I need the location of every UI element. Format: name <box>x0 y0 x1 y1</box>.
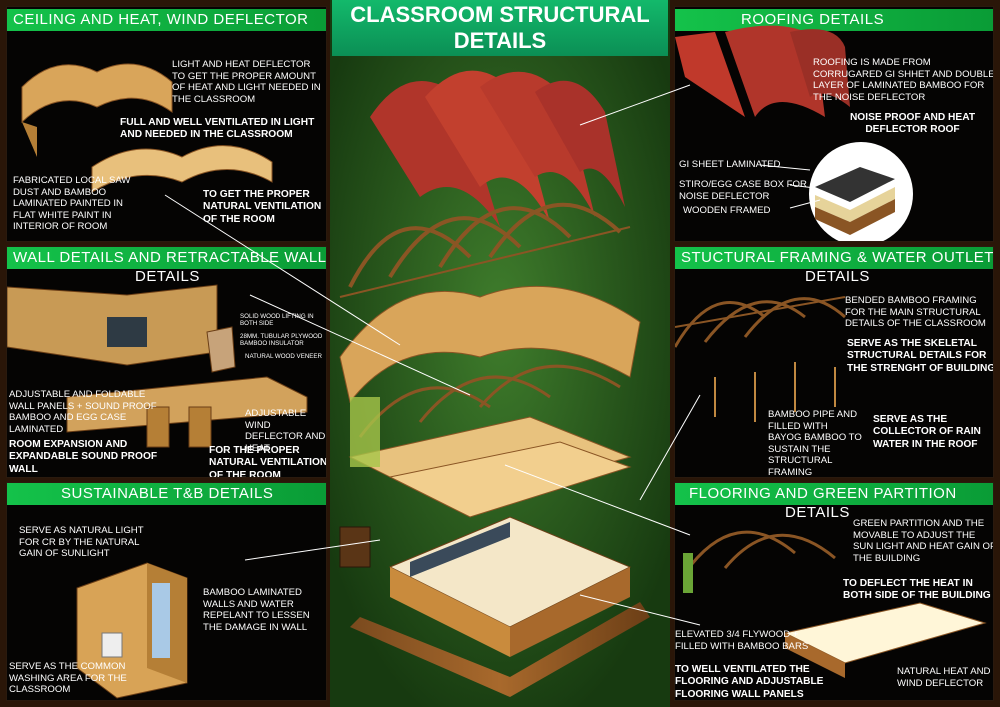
flooring-bold1: TO DEFLECT THE HEAT IN BOTH SIDE OF THE … <box>843 578 991 602</box>
roofing-illustration <box>675 25 913 241</box>
roofing-layer3: WOODEN FRAMED <box>683 205 771 216</box>
ceiling-bold1: FULL AND WELL VENTILATED IN LIGHT AND NE… <box>120 117 315 141</box>
flooring-header2: DETAILS <box>785 504 850 521</box>
tb-panel: SUSTAINABLE T&B DETAILS SERVE AS NATURAL… <box>6 482 327 701</box>
framing-header: STUCTURAL FRAMING & WATER OUTLET <box>675 247 993 269</box>
roof-shells <box>370 70 625 227</box>
wall-small1: SOLID WOOD LIFTING IN BOTH SIDE <box>240 313 314 328</box>
framing-panel: STUCTURAL FRAMING & WATER OUTLET DETAILS… <box>674 246 994 478</box>
ceiling-panel: CEILING AND HEAT, WIND DEFLECTOR LIGHT A… <box>6 6 327 242</box>
wall-note1: ADJUSTABLE AND FOLDABLE WALL PANELS + SO… <box>9 389 157 435</box>
framing-illustration <box>675 296 847 422</box>
wall-header2: DETAILS <box>135 268 200 285</box>
wall-note2: ADJUSTABLE WIND DEFLECTOR AND HEAT <box>245 408 326 454</box>
roofing-bold1: NOISE PROOF AND HEAT DEFLECTOR ROOF <box>849 112 976 136</box>
flooring-note3: NATURAL HEAT AND WIND DEFLECTOR <box>897 666 991 689</box>
ceiling-note2: FABRICATED LOCAL SAW DUST AND BAMBOO LAM… <box>13 175 131 233</box>
roofing-layer2: STIRO/EGG CASE BOX FOR NOISE DEFLECTOR <box>679 179 807 202</box>
tb-illustration <box>76 562 188 699</box>
flooring-note2: ELEVATED 3/4 FLYWOOD + FILLED WITH BAMBO… <box>675 629 809 652</box>
tb-note3: SERVE AS THE COMMON WASHING AREA FOR THE… <box>9 661 127 696</box>
framing-bold1: SERVE AS THE SKELETAL STRUCTURAL DETAILS… <box>847 338 994 374</box>
bamboo-arches <box>339 202 631 298</box>
ceiling-note1: LIGHT AND HEAT DEFLECTOR TO GET THE PROP… <box>172 59 321 105</box>
wall-bold1: ROOM EXPANSION AND EXPANDABLE SOUND PROO… <box>9 439 158 475</box>
flooring-illustration <box>683 530 987 678</box>
tb-note2: BAMBOO LAMINATED WALLS AND WATER REPELAN… <box>203 587 310 633</box>
flooring-header: FLOORING AND GREEN PARTITION <box>675 483 993 505</box>
wall-bold2: FOR THE PROPER NATURAL VENTILATION OF TH… <box>209 445 327 478</box>
ceiling-header: CEILING AND HEAT, WIND DEFLECTOR <box>7 9 326 31</box>
ceiling-shell-illustration <box>21 63 273 193</box>
flooring-note1: GREEN PARTITION AND THE MOVABLE TO ADJUS… <box>853 518 994 564</box>
exploded-building-illustration <box>339 70 650 697</box>
ceiling-bold2: TO GET THE PROPER NATURAL VENTILATION OF… <box>203 189 322 225</box>
flooring-bold2: TO WELL VENTILATED THE FLOORING AND ADJU… <box>675 664 824 700</box>
ceiling-shell <box>339 285 641 404</box>
flooring-panel: FLOORING AND GREEN PARTITION DETAILS GRE… <box>674 482 994 701</box>
framing-note2: BAMBOO PIPE AND FILLED WITH BAYOG BAMBOO… <box>768 409 862 478</box>
roofing-header: ROOFING DETAILS <box>675 9 993 31</box>
wall-illustration <box>7 284 308 448</box>
framing-bold2: SERVE AS THE COLLECTOR OF RAIN WATER IN … <box>873 414 981 450</box>
framing-header2: DETAILS <box>805 268 870 285</box>
main-title-line2: DETAILS <box>453 28 547 53</box>
tb-note1: SERVE AS NATURAL LIGHT FOR CR BY THE NAT… <box>19 525 144 560</box>
roofing-layer1: GI SHEET LAMINATED <box>679 159 781 170</box>
tb-header: SUSTAINABLE T&B DETAILS <box>7 483 326 505</box>
wall-panel: WALL DETAILS AND RETRACTABLE WALL DETAIL… <box>6 246 327 478</box>
framing-note1: BENDED BAMBOO FRAMING FOR THE MAIN STRUC… <box>845 295 986 330</box>
wall-header: WALL DETAILS AND RETRACTABLE WALL <box>7 247 326 269</box>
main-title-box: CLASSROOM STRUCTURAL DETAILS <box>332 0 668 56</box>
roofing-panel: ROOFING DETAILS ROOFING IS MADE FROM COR… <box>674 6 994 242</box>
wall-small3: NATURAL WOOD VENEER <box>245 353 323 360</box>
wall-small2: 28mm. TUBULAR PLYWOOD BAMBOO INSULATOR <box>240 333 323 348</box>
roofing-note1: ROOFING IS MADE FROM CORRUGARED GI SHHET… <box>813 57 994 103</box>
main-title-line1: CLASSROOM STRUCTURAL <box>350 2 650 27</box>
